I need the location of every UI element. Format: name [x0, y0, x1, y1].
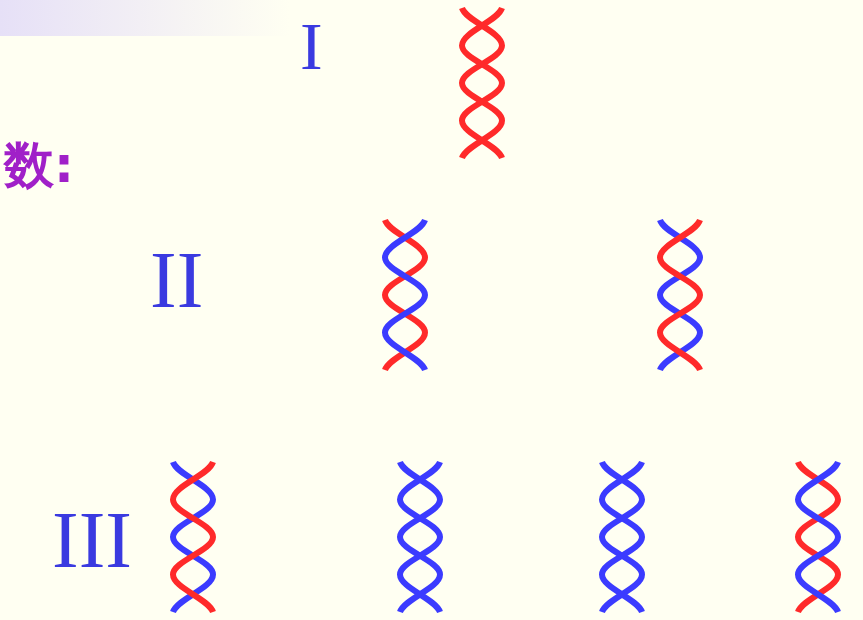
title-banner: [0, 0, 290, 36]
generation-number: I: [300, 12, 323, 80]
dna-helix: [660, 220, 700, 370]
dna-helix: [798, 462, 838, 612]
dna-helix: [602, 462, 642, 612]
dna-helix: [385, 220, 425, 370]
heading-fragment: 数:: [4, 140, 74, 190]
generation-number: II: [150, 240, 203, 320]
dna-helix: [173, 462, 213, 612]
dna-helix: [400, 462, 440, 612]
dna-helix: [462, 8, 502, 158]
generation-number: III: [52, 500, 132, 580]
